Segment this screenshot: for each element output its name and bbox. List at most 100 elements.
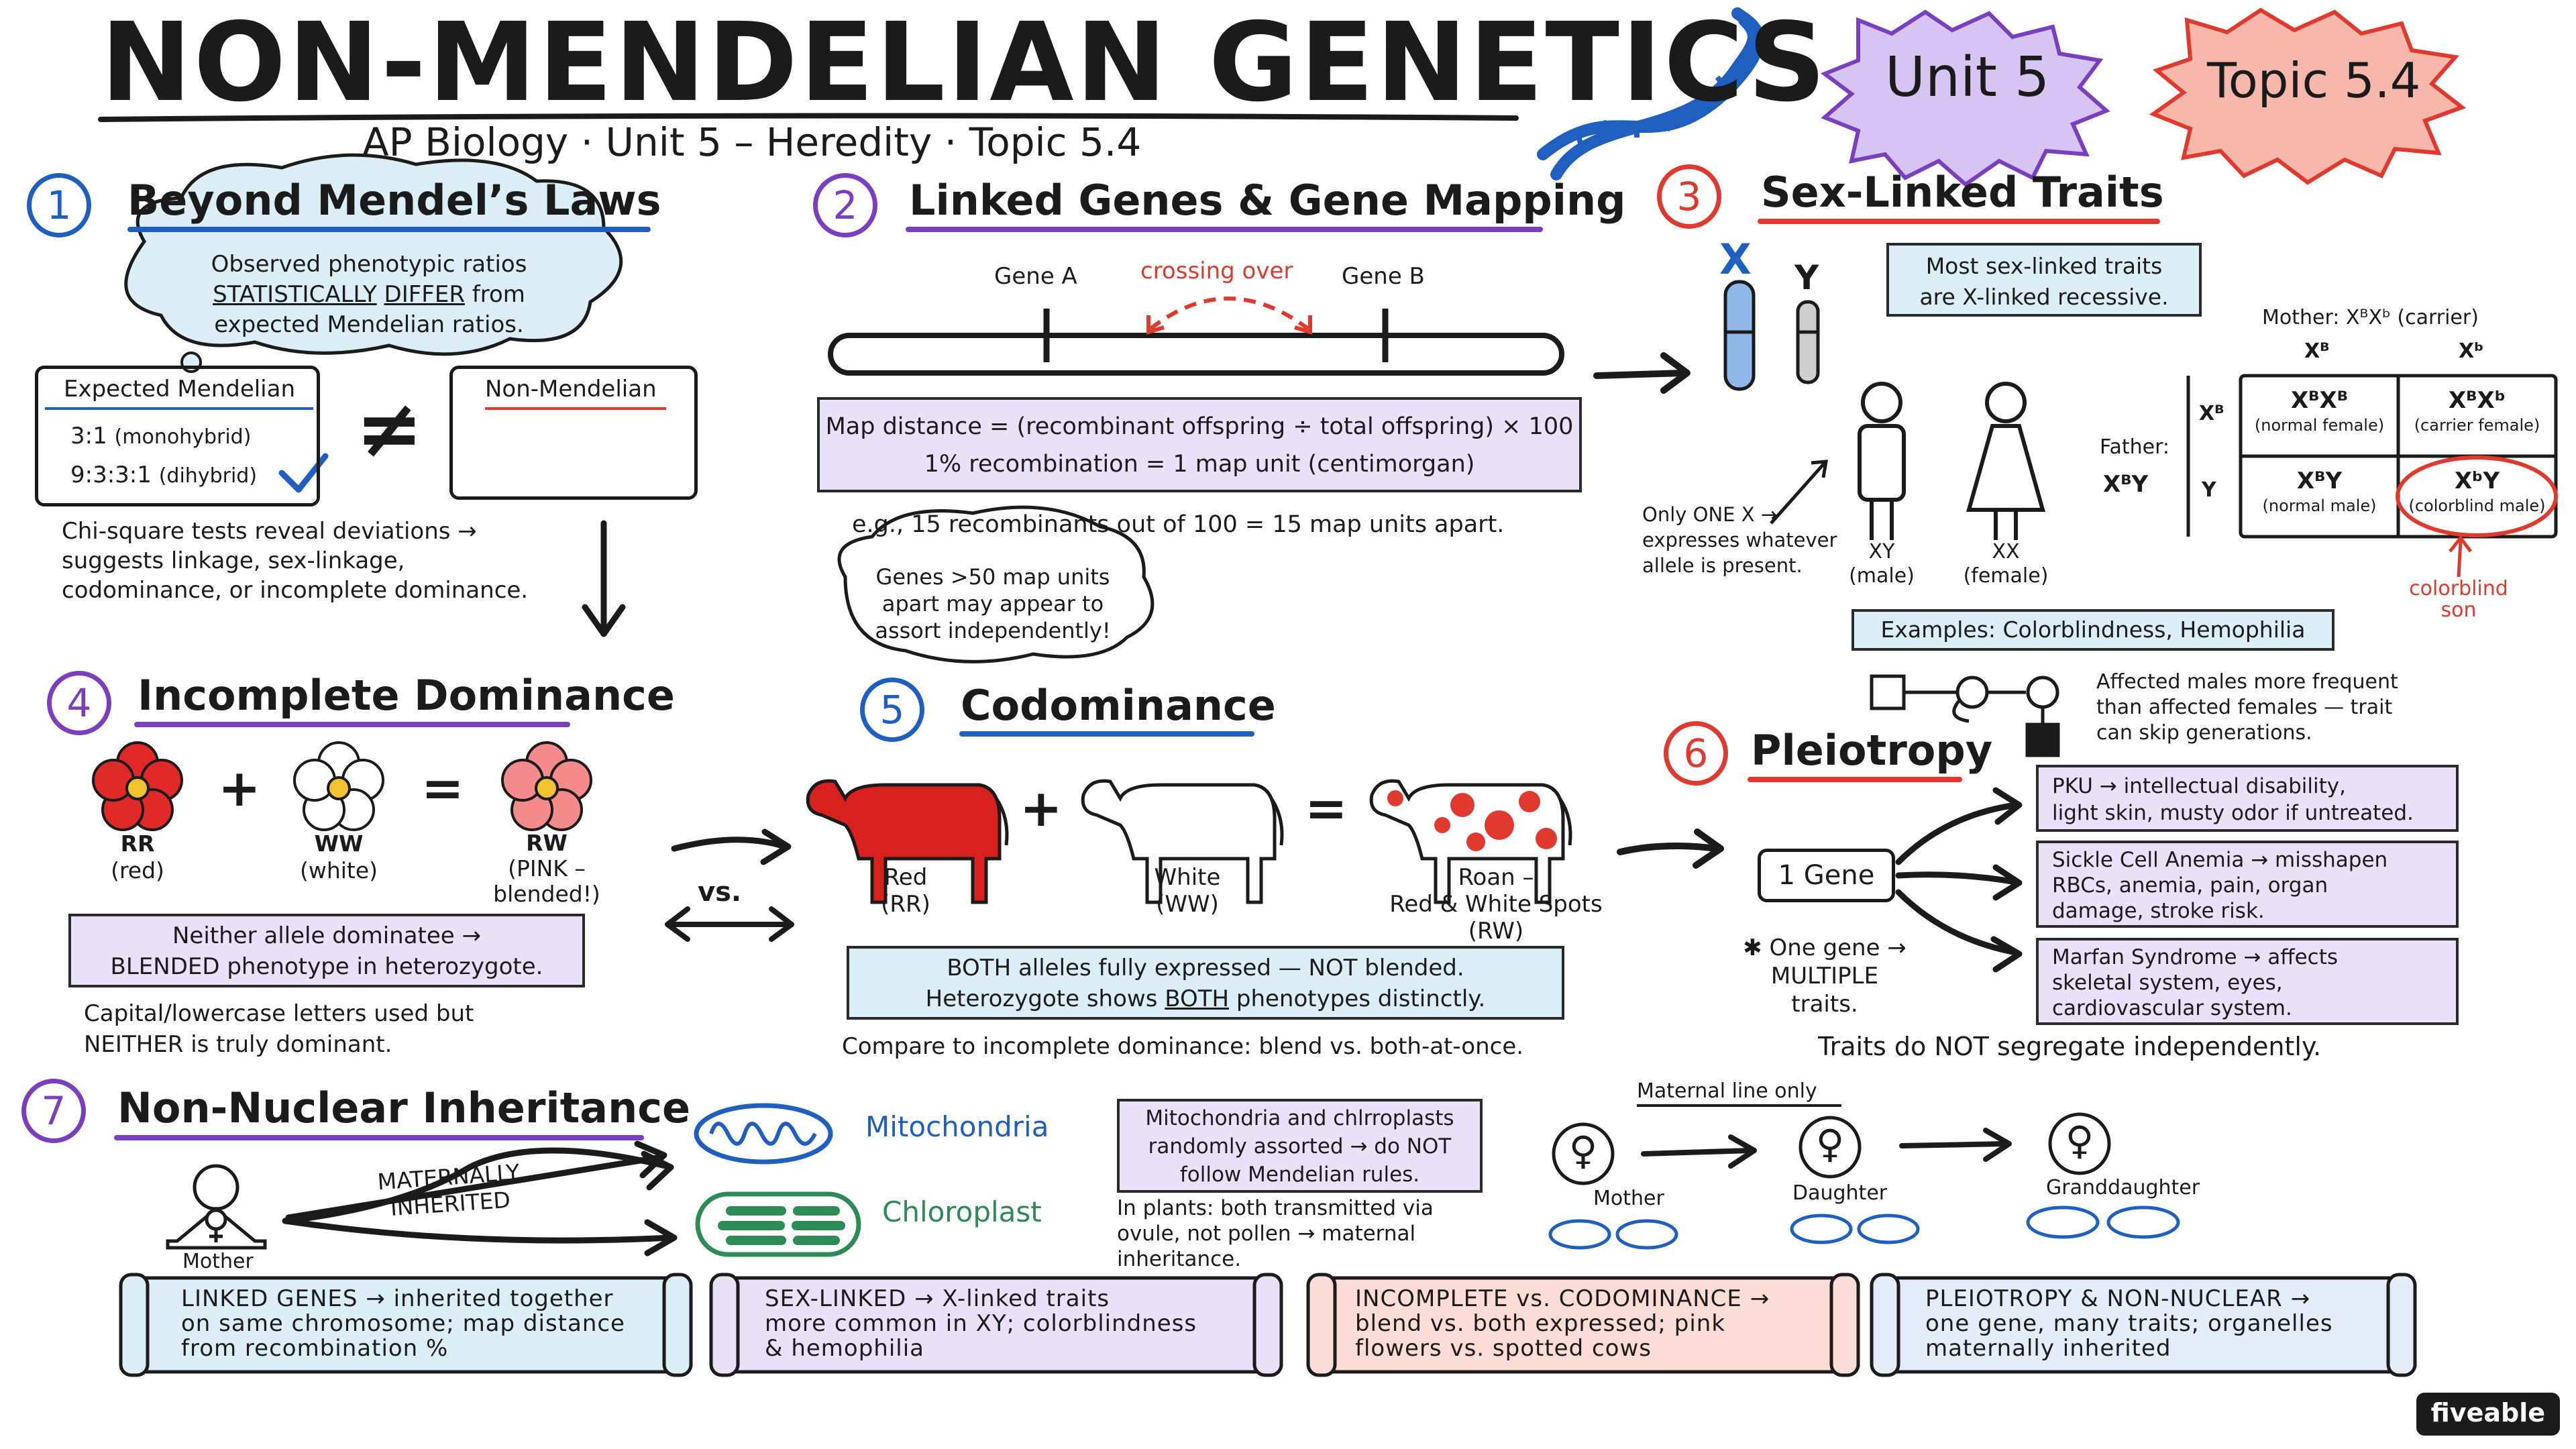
daughter-gen-symbol: ♀ (1815, 1121, 1845, 1167)
colorblind-son-label: colorblind son (2409, 577, 2508, 622)
marfan-effect-box: Marfan Syndrome → affects skeletal syste… (2036, 938, 2459, 1025)
non-mendelian-box: Non-Mendelian (449, 366, 698, 500)
male-figure-icon (1858, 382, 1906, 540)
s4-equals: = (421, 758, 464, 818)
chloroplast-label: Chloroplast (882, 1195, 1042, 1228)
not-equal-sign: ≠ (356, 382, 423, 476)
x-linked-note: Most sex-linked traits are X-linked rece… (1886, 243, 2202, 317)
x-chromosome-label: X (1719, 235, 1752, 284)
section-6-number: 6 (1664, 721, 1728, 786)
topic-badge: Topic 5.4 (2207, 52, 2421, 109)
section-5-number: 5 (860, 678, 924, 742)
punnett-cell-1: XᴮXᴮ (normal female) (2254, 387, 2385, 435)
pleiotropy-footer: Traits do NOT segregate independently. (1818, 1032, 2322, 1061)
s5-plus: + (1020, 778, 1063, 838)
section-1-underline (127, 227, 651, 232)
map-distance-box: Map distance = (recombinant offspring ÷ … (817, 397, 1582, 492)
red-flower-icon (92, 741, 183, 831)
gen-3-label: Granddaughter (2046, 1176, 2200, 1199)
female-figure-icon (1966, 382, 2045, 540)
summary-scroll-4: PLEIOTROPY & NON-NUCLEAR → one gene, man… (1925, 1285, 2333, 1362)
s4-plus: + (218, 758, 261, 818)
punnett-row2: Y (2202, 478, 2216, 502)
mother-gen-symbol: ♀ (1568, 1128, 1598, 1173)
male-label: XY (male) (1849, 540, 1915, 588)
sex-linked-examples: Examples: Colorblindness, Hemophilia (1851, 609, 2334, 651)
plants-note: In plants: both transmitted via ovule, n… (1117, 1196, 1434, 1271)
section-3-underline (1758, 219, 2160, 224)
punnett-col2: Xᵇ (2459, 339, 2484, 363)
sickle-cell-effect-box: Sickle Cell Anemia → misshapen RBCs, ane… (2036, 841, 2459, 928)
roan-cow-label: Roan – Red & White Spots (RW) (1389, 864, 1603, 945)
summary-scroll-3: INCOMPLETE vs. CODOMINANCE → blend vs. b… (1355, 1285, 1770, 1362)
compare-note: Compare to incomplete dominance: blend v… (842, 1033, 1524, 1060)
section-1-title: Beyond Mendel’s Laws (127, 176, 661, 225)
section-7-number: 7 (21, 1079, 86, 1143)
s5-equals: = (1305, 778, 1348, 838)
expected-title: Expected Mendelian (64, 376, 296, 402)
punnett-row1: Xᴮ (2199, 402, 2224, 425)
codominance-box: BOTH alleles fully expressed — NOT blend… (847, 946, 1564, 1020)
rr-label: RR (red) (111, 830, 164, 883)
section-2-underline (906, 227, 1543, 232)
section-3-title: Sex-Linked Traits (1761, 168, 2164, 217)
punnett-father-label: Father: (2100, 435, 2170, 459)
mother-figure-icon (166, 1164, 267, 1250)
incomplete-dominance-box: Neither allele dominatee → BLENDED pheno… (68, 914, 585, 987)
section-5-underline (959, 731, 1254, 737)
gen-2-label: Daughter (1792, 1181, 1888, 1205)
mitochondria-icon (694, 1103, 833, 1165)
gene-b-label: Gene B (1342, 263, 1425, 290)
section-2-title: Linked Genes & Gene Mapping (909, 176, 1626, 225)
ww-label: WW (white) (299, 830, 378, 883)
chi-square-note: Chi-square tests reveal deviations → sug… (62, 518, 529, 604)
punnett-cell-3: XᴮY (normal male) (2262, 468, 2377, 515)
punnett-cell-2: XᴮXᵇ (carrier female) (2414, 387, 2540, 435)
mitochondria-label: Mitochondria (865, 1110, 1049, 1143)
fiveable-logo[interactable]: fiveable (2416, 1393, 2560, 1436)
granddaughter-gen-symbol: ♀ (2065, 1118, 2094, 1163)
vs-label: vs. (698, 877, 742, 908)
pku-effect-box: PKU → intellectual disability, light ski… (2036, 765, 2459, 832)
summary-scroll-1: LINKED GENES → inherited together on sam… (181, 1285, 625, 1362)
section-6-underline (1748, 777, 1962, 782)
maternal-line-label: Maternal line only (1637, 1079, 1817, 1103)
page-subtitle: AP Biology · Unit 5 – Heredity · Topic 5… (362, 119, 1142, 165)
one-gene-note: ✱ One gene → MULTIPLE traits. (1743, 934, 1907, 1018)
female-label: XX (female) (1963, 540, 2049, 588)
section-4-title: Incomplete Dominance (138, 671, 675, 720)
section-5-title: Codominance (961, 681, 1276, 730)
rw-label: RW (PINK – blended!) (493, 830, 600, 907)
map-example: e.g., 15 recombinants out of 100 = 15 ma… (852, 511, 1505, 538)
s2-bubble-text: Genes >50 map units apart may appear to … (875, 564, 1111, 643)
punnett-father-geno: XᴮY (2103, 471, 2149, 498)
page-title: NON-MENDELIAN GENETICS (101, 0, 1828, 126)
section-4-underline (134, 722, 570, 727)
chloroplast-icon (695, 1191, 861, 1257)
punnett-col1: Xᴮ (2304, 339, 2330, 363)
section-1-number: 1 (27, 173, 91, 237)
one-gene-box: 1 Gene (1758, 849, 1895, 902)
section-4-number: 4 (47, 671, 111, 735)
section-2-number: 2 (813, 173, 877, 237)
section-3-number: 3 (1657, 164, 1721, 229)
pedigree-note: Affected males more frequent than affect… (2096, 670, 2398, 745)
gen-1-label: Mother (1593, 1187, 1664, 1210)
pink-flower-icon (501, 741, 592, 831)
white-flower-icon (293, 741, 384, 831)
only-one-x-note: Only ONE X → expresses whatever allele i… (1642, 503, 1837, 577)
y-chromosome-label: Y (1794, 258, 1819, 297)
white-cow-label: White (WW) (1154, 864, 1221, 918)
x-chromosome-icon (1723, 280, 1756, 391)
mother-label: Mother (182, 1250, 254, 1273)
s1-bubble-text: Observed phenotypic ratios STATISTICALLY… (211, 251, 527, 338)
section-7-title: Non-Nuclear Inheritance (117, 1083, 691, 1132)
punnett-mother-label: Mother: XᴮXᵇ (carrier) (2262, 306, 2479, 329)
section-7-underline (114, 1135, 644, 1140)
y-chromosome-icon (1796, 300, 1820, 384)
organelle-box: Mitochondria and chlrroplasts randomly a… (1117, 1099, 1483, 1193)
punnett-cell-4: XᵇY (colorblind male) (2408, 468, 2546, 515)
unit-badge: Unit 5 (1885, 46, 2050, 109)
maternally-inherited-label: MATERNALLY INHERITED (376, 1159, 521, 1222)
expected-mendelian-box: Expected Mendelian 3:1 (monohybrid) 9:3:… (35, 366, 320, 506)
